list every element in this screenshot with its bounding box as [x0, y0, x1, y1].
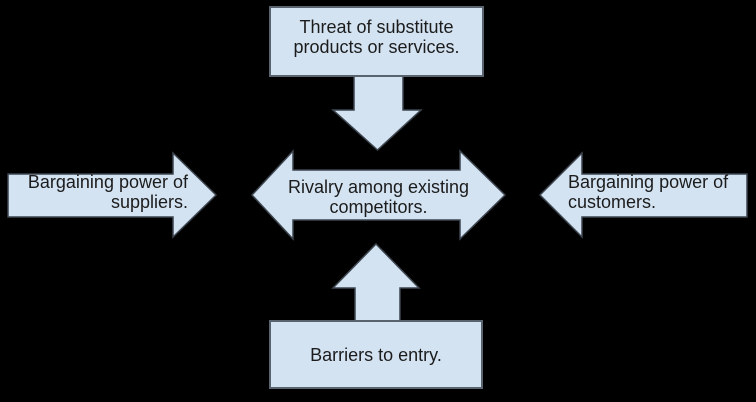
right-pointing-arrow-icon — [7, 151, 218, 239]
substitutes-box — [269, 6, 484, 77]
entry-box — [269, 320, 483, 389]
suppliers-label: Bargaining power of suppliers. — [27, 172, 188, 212]
substitutes-label: Threat of substitute products or service… — [293, 17, 460, 57]
double-arrow-shape — [250, 149, 507, 241]
customers-label: Bargaining power of customers. — [568, 172, 729, 212]
down-arrow-icon — [331, 75, 423, 152]
rivalry-label: Rivalry among existing competitors. — [287, 177, 470, 217]
up-arrow-icon — [331, 242, 421, 323]
entry-label: Barriers to entry. — [310, 345, 442, 365]
left-pointing-arrow-icon — [538, 151, 748, 239]
